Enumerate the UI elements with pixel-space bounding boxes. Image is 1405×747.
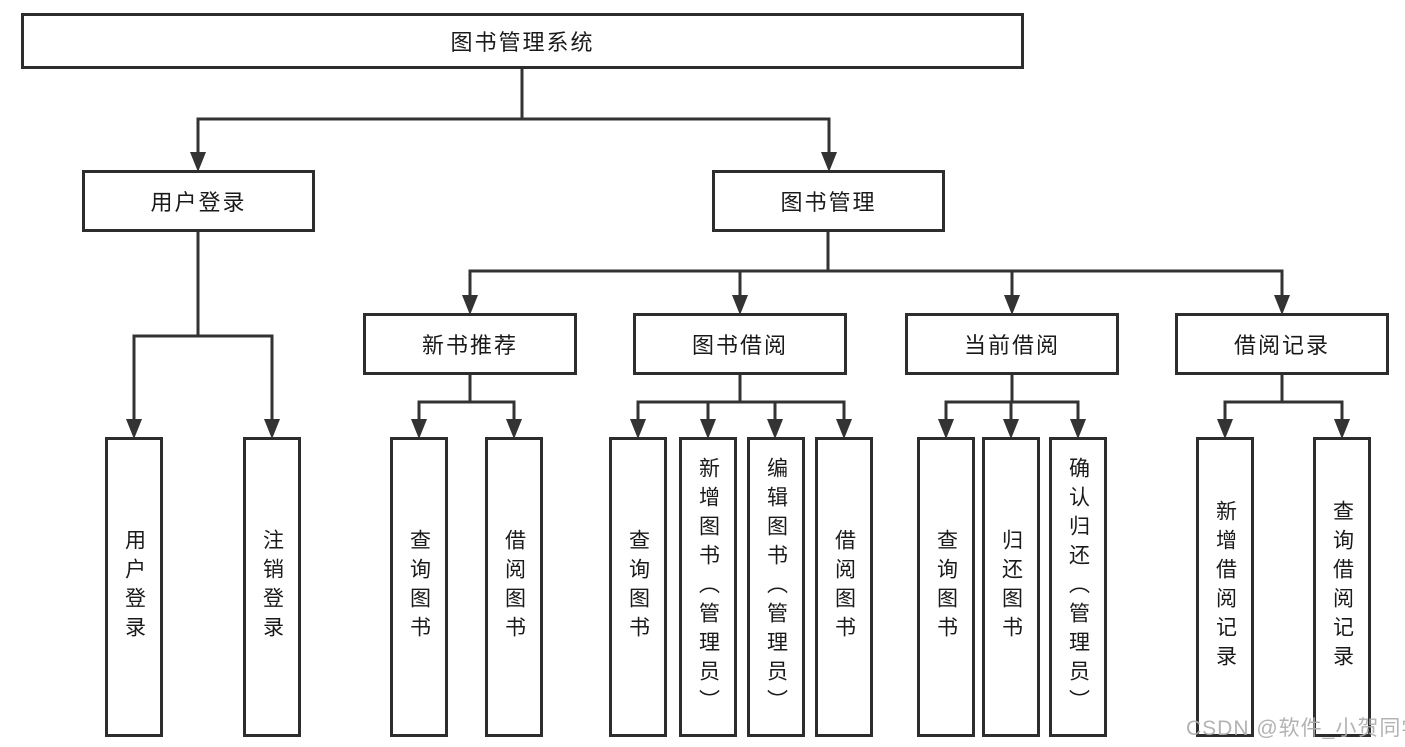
node-label: 用户登录 — [122, 529, 146, 645]
node-label: 新增借阅记录 — [1213, 500, 1237, 674]
node-label: 编辑图书（管理员） — [764, 456, 788, 718]
node-root: 图书管理系统 — [21, 13, 1024, 69]
node-module-book-borrow: 图书借阅 — [633, 313, 847, 375]
node-label: 新书推荐 — [421, 333, 518, 358]
node-label: 用户登录 — [150, 190, 247, 215]
node-leaf-logout: 注销登录 — [243, 437, 301, 737]
node-label: 查询图书 — [626, 529, 650, 645]
node-leaf-user-login: 用户登录 — [105, 437, 163, 737]
node-leaf-confirm-return-admin: 确认归还（管理员） — [1049, 437, 1107, 737]
node-leaf-query-books-borrow: 查询图书 — [609, 437, 667, 737]
node-leaf-return-books: 归还图书 — [982, 437, 1040, 737]
node-label: 借阅图书 — [832, 529, 856, 645]
node-label: 当前借阅 — [963, 333, 1060, 358]
node-branch-user-login: 用户登录 — [82, 170, 315, 232]
watermark-text: CSDN @软件_小贺同学 — [1186, 717, 1405, 740]
node-leaf-borrow-books-borrow: 借阅图书 — [815, 437, 873, 737]
node-label: 图书借阅 — [691, 333, 788, 358]
node-label: 查询图书 — [407, 529, 431, 645]
node-label: 注销登录 — [260, 529, 284, 645]
node-label: 确认归还（管理员） — [1066, 456, 1090, 718]
node-label: 查询借阅记录 — [1330, 500, 1354, 674]
node-label: 新增图书（管理员） — [696, 456, 720, 718]
node-leaf-query-books-recommend: 查询图书 — [390, 437, 448, 737]
node-leaf-query-borrow-record: 查询借阅记录 — [1313, 437, 1371, 737]
node-label: 图书管理系统 — [450, 30, 595, 55]
node-leaf-add-books-admin: 新增图书（管理员） — [679, 437, 737, 737]
node-module-borrow-records: 借阅记录 — [1175, 313, 1389, 375]
node-leaf-query-books-current: 查询图书 — [917, 437, 975, 737]
node-label: 借阅记录 — [1233, 333, 1330, 358]
node-leaf-borrow-books-recommend: 借阅图书 — [485, 437, 543, 737]
node-label: 查询图书 — [934, 529, 958, 645]
node-label: 借阅图书 — [502, 529, 526, 645]
node-module-new-book-recommend: 新书推荐 — [363, 313, 577, 375]
node-module-current-borrow: 当前借阅 — [905, 313, 1119, 375]
node-leaf-add-borrow-record: 新增借阅记录 — [1196, 437, 1254, 737]
node-branch-book-management: 图书管理 — [712, 170, 945, 232]
node-leaf-edit-books-admin: 编辑图书（管理员） — [747, 437, 805, 737]
node-label: 归还图书 — [999, 529, 1023, 645]
node-label: 图书管理 — [780, 190, 877, 215]
